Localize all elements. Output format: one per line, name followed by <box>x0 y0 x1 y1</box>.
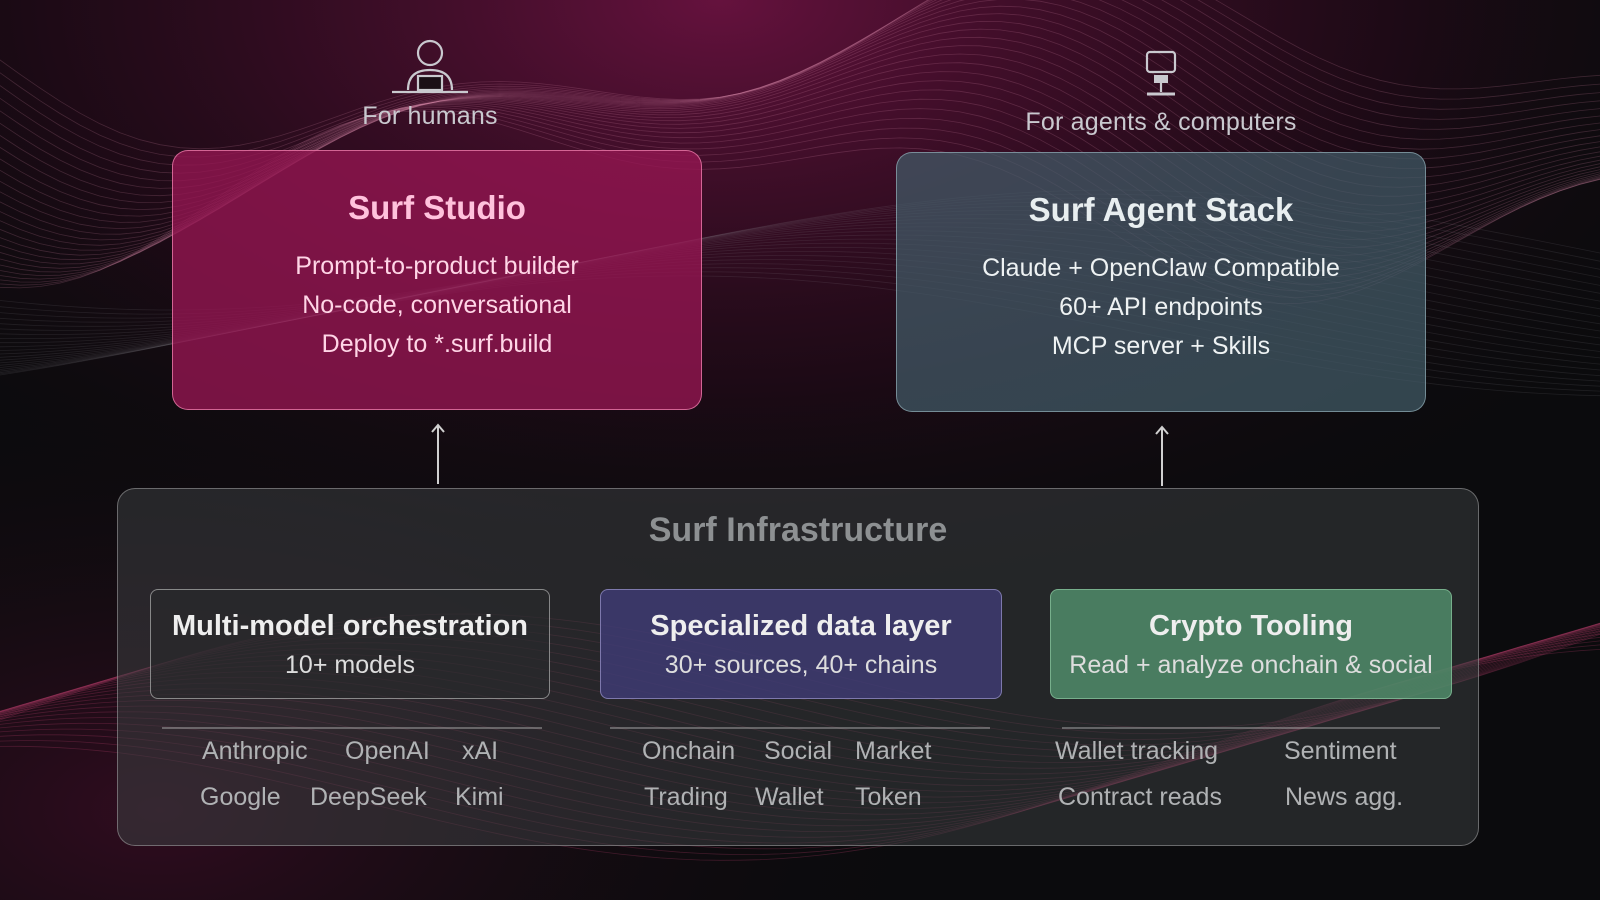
section-title: Multi-model orchestration <box>171 610 529 642</box>
tag: Token <box>855 783 922 811</box>
surf-studio-line-1: Prompt-to-product builder <box>295 252 579 280</box>
tag: Trading <box>644 783 728 811</box>
section-title: Crypto Tooling <box>1148 610 1354 642</box>
section-title: Specialized data layer <box>650 610 952 642</box>
divider <box>162 727 542 729</box>
wave-line <box>0 0 1600 158</box>
section-desc: Read + analyze onchain & social <box>1069 651 1433 679</box>
arrow-up-icon <box>1155 425 1169 486</box>
surf-studio-card[interactable]: Surf Studio Prompt-to-product builder No… <box>172 150 702 410</box>
surf-infrastructure-panel: Surf Infrastructure Multi-model orchestr… <box>117 488 1479 846</box>
computer-icon <box>1145 50 1177 96</box>
tag: Onchain <box>642 737 736 765</box>
person-laptop-icon <box>392 39 468 94</box>
arrow-up-icon <box>431 423 445 484</box>
tag: Google <box>200 783 281 811</box>
surf-studio-line-3: Deploy to *.surf.build <box>321 330 553 358</box>
surf-agent-stack-line-2: 60+ API endpoints <box>1059 293 1263 321</box>
persona-agents-label: For agents & computers <box>1025 108 1297 136</box>
surf-agent-stack-line-1: Claude + OpenClaw Compatible <box>982 254 1340 282</box>
section-desc: 10+ models <box>285 651 415 679</box>
surf-studio-line-2: No-code, conversational <box>302 291 572 319</box>
surf-agent-stack-title: Surf Agent Stack <box>1028 191 1294 228</box>
surf-infrastructure-title: Surf Infrastructure <box>648 511 948 549</box>
tag: News agg. <box>1285 783 1404 811</box>
specialized-data-layer-box[interactable]: Specialized data layer 30+ sources, 40+ … <box>600 589 1002 699</box>
tag: Social <box>764 737 833 765</box>
divider <box>1062 727 1440 729</box>
surf-studio-title: Surf Studio <box>348 189 526 226</box>
tag: Wallet <box>755 783 824 811</box>
tag: xAI <box>462 737 499 765</box>
tag: Wallet tracking <box>1055 737 1219 765</box>
persona-agents: For agents & computers <box>961 48 1361 137</box>
tag: Sentiment <box>1284 737 1397 765</box>
persona-humans: For humans <box>230 38 630 131</box>
tag: Kimi <box>455 783 504 811</box>
wave-line <box>0 0 1600 150</box>
crypto-tooling-box[interactable]: Crypto Tooling Read + analyze onchain & … <box>1050 589 1452 699</box>
tag: Contract reads <box>1058 783 1222 811</box>
tag: Market <box>855 737 932 765</box>
persona-humans-label: For humans <box>362 102 498 130</box>
surf-agent-stack-card[interactable]: Surf Agent Stack Claude + OpenClaw Compa… <box>896 152 1426 412</box>
section-desc: 30+ sources, 40+ chains <box>664 651 938 679</box>
tag: Anthropic <box>202 737 308 765</box>
multi-model-orchestration-box[interactable]: Multi-model orchestration 10+ models <box>150 589 550 699</box>
tag: OpenAI <box>345 737 430 765</box>
tag: DeepSeek <box>310 783 427 811</box>
surf-agent-stack-line-3: MCP server + Skills <box>1051 332 1271 360</box>
divider <box>610 727 990 729</box>
